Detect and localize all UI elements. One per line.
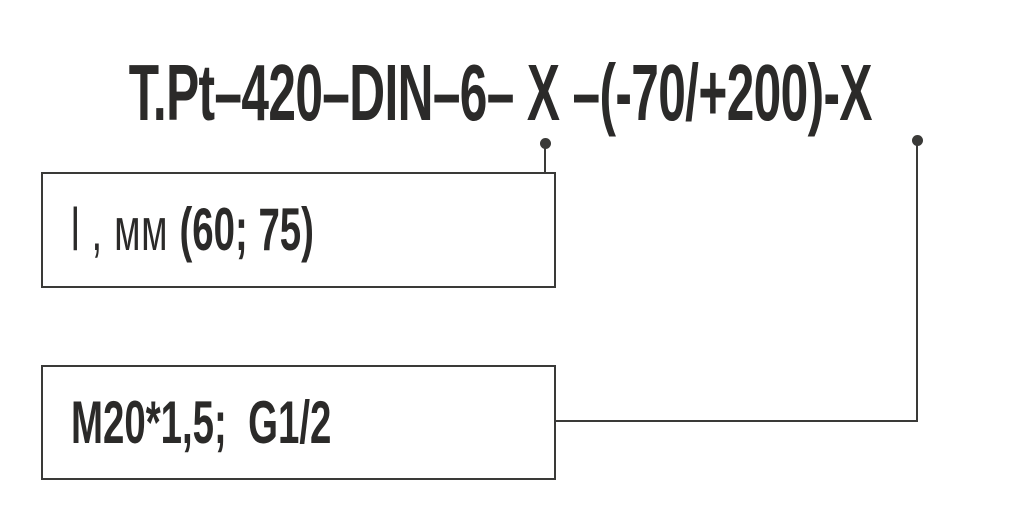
immersion-length-label: l , мм (60; 75) — [71, 200, 314, 260]
immersion-length-prefix: l , мм — [71, 196, 180, 263]
callout-dot-thread — [912, 135, 923, 146]
callout-dot-length — [540, 138, 551, 149]
callout-box-immersion-length: l , мм (60; 75) — [41, 172, 556, 288]
immersion-length-values: (60; 75) — [179, 196, 314, 263]
callout-box-thread: M20*1,5; G1/2 — [41, 365, 556, 480]
callout-hline-thread — [527, 420, 918, 422]
model-code-title: T.Pt–420–DIN–6– X –(-70/+200)-X — [0, 48, 1000, 138]
thread-label: M20*1,5; G1/2 — [71, 388, 332, 456]
callout-vline-thread — [916, 144, 918, 422]
model-code-text: T.Pt–420–DIN–6– X –(-70/+200)-X — [128, 48, 872, 137]
